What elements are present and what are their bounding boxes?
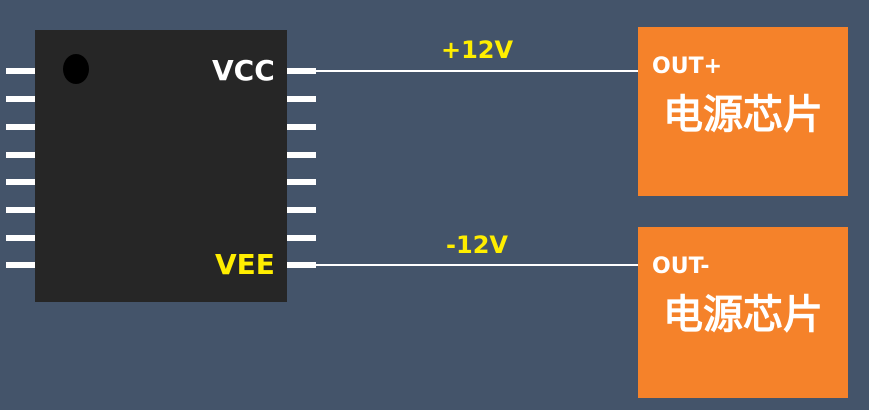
chip-body [35, 30, 287, 302]
chip-pin-right-7 [287, 235, 316, 241]
chip-pin-left-3 [6, 124, 35, 130]
pin1-marker-dot [63, 54, 89, 84]
wire-positive [316, 70, 638, 72]
power-chip-box-positive: OUT+ 电源芯片 [638, 27, 848, 196]
power-chip-box-negative: OUT- 电源芯片 [638, 227, 848, 398]
chip-pin-right-3 [287, 124, 316, 130]
chip-pin-right-vcc [287, 68, 316, 74]
vee-pin-label: VEE [215, 248, 275, 281]
chip-pin-left-2 [6, 96, 35, 102]
chip-pin-left-4 [6, 152, 35, 158]
out-plus-label: OUT+ [652, 54, 723, 79]
chip-pin-right-2 [287, 96, 316, 102]
chip-pin-right-6 [287, 207, 316, 213]
chip-pin-left-8 [6, 262, 35, 268]
chip-pin-right-4 [287, 152, 316, 158]
wire-negative-label: -12V [446, 231, 508, 259]
chip-pin-left-7 [6, 235, 35, 241]
chip-pin-right-5 [287, 179, 316, 185]
chip-pin-left-6 [6, 207, 35, 213]
chip-pin-left-5 [6, 179, 35, 185]
power-chip-title: 电源芯片 [663, 292, 823, 338]
chip-pin-left-1 [6, 68, 35, 74]
out-minus-label: OUT- [652, 254, 710, 279]
chip-pin-right-vee [287, 262, 316, 268]
power-chip-title: 电源芯片 [663, 92, 823, 138]
wire-positive-label: +12V [440, 36, 514, 64]
vcc-pin-label: VCC [212, 54, 275, 87]
wire-negative [316, 264, 638, 266]
